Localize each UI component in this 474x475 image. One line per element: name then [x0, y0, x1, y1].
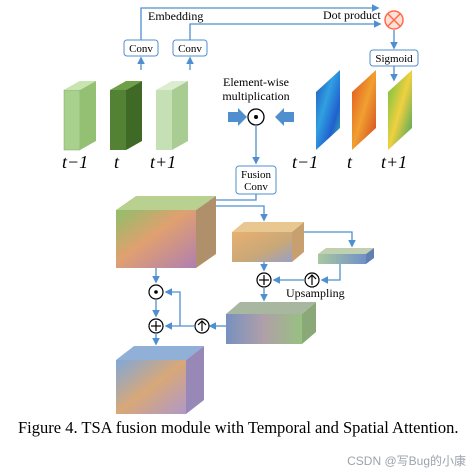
fusion-conv-box: Fusion Conv: [235, 165, 277, 195]
conv-left-label: Conv: [129, 43, 153, 55]
attn-next-label: t+1: [381, 152, 407, 172]
element-wise-label-2: multiplication: [222, 89, 289, 103]
embedding-label: Embedding: [148, 9, 203, 23]
conv-right-label: Conv: [178, 43, 202, 55]
upsampling-label: Upsampling: [286, 286, 345, 300]
plus-icon-2: [148, 318, 164, 334]
upsample-icon-1: [304, 272, 320, 288]
frame-cur-label: t: [114, 152, 120, 172]
upsample-icon-2: [194, 318, 210, 334]
figure-caption: Figure 4. TSA fusion module with Tempora…: [18, 418, 459, 437]
left-fat-arrow: [228, 108, 247, 126]
conv-left-box: Conv: [123, 39, 159, 57]
mid-feature-block: [232, 222, 304, 262]
frame-prev-block: [63, 81, 96, 151]
frame-cur-block: [110, 81, 142, 150]
plus-icon-1: [256, 272, 272, 288]
attention-map-next: [388, 70, 412, 150]
frame-prev-label: t−1: [62, 152, 88, 172]
dot-product-icon: [384, 10, 404, 30]
right-fat-arrow: [275, 108, 294, 126]
element-wise-label-1: Element-wise: [223, 75, 289, 89]
dot-product-label: Dot product: [323, 8, 381, 22]
attention-map-cur: [352, 70, 376, 150]
attention-map-prev: [316, 70, 340, 150]
fusion-label-2: Conv: [244, 181, 268, 193]
upsampled-feature-block: [226, 302, 316, 344]
frame-next-block: [156, 81, 188, 150]
multiply-icon-2: [148, 284, 164, 300]
watermark: CSDN @写Bug的小康: [347, 454, 466, 468]
frame-next-label: t+1: [150, 152, 176, 172]
element-wise-dot-icon: [247, 108, 265, 126]
fusion-label-1: Fusion: [241, 169, 271, 181]
small-feature-block: [318, 248, 374, 264]
output-feature-block: [116, 346, 204, 414]
fused-feature-block: [116, 196, 216, 268]
sigmoid-label: Sigmoid: [375, 53, 413, 65]
attn-cur-label: t: [347, 152, 353, 172]
conv-right-box: Conv: [172, 39, 208, 57]
attn-prev-label: t−1: [292, 152, 318, 172]
sigmoid-box: Sigmoid: [369, 49, 419, 67]
